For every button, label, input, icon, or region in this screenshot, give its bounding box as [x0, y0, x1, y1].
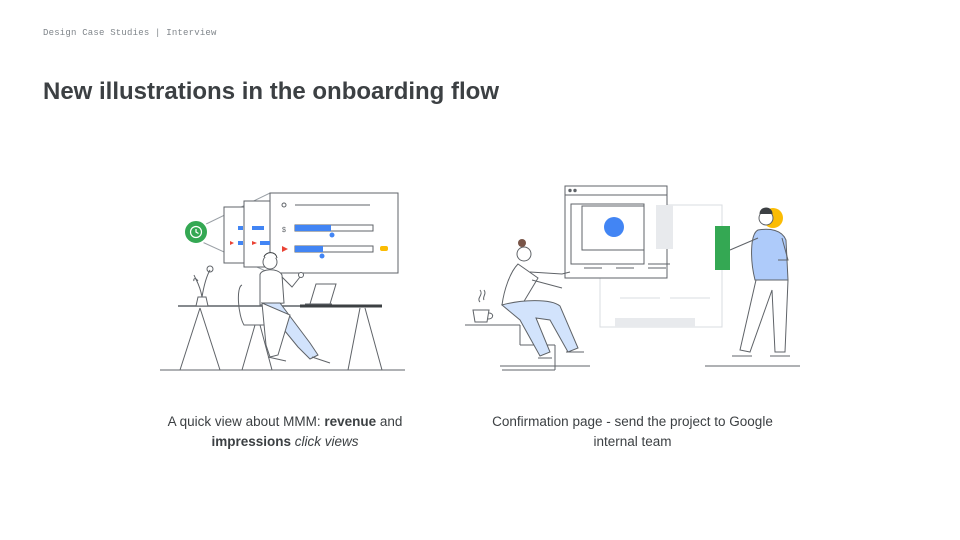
caption-bold-impressions: impressions [211, 434, 291, 449]
caption-mmm: A quick view about MMM: revenue and impr… [150, 412, 420, 452]
breadcrumb: Design Case Studies | Interview [43, 28, 217, 38]
browser-window-icon [564, 185, 673, 279]
caption-bold-revenue: revenue [324, 414, 377, 429]
caption-text: and [376, 414, 403, 429]
coffee-cup-icon [472, 289, 494, 323]
dollar-symbol: $ [282, 227, 286, 234]
clock-icon [183, 219, 209, 245]
illustration-mmm-dashboard: $ [160, 185, 410, 375]
illustration-confirmation-page [460, 180, 805, 375]
page-title: New illustrations in the onboarding flow [43, 78, 499, 105]
laptop-icon [305, 283, 337, 305]
plant-icon [193, 265, 214, 307]
caption-confirmation: Confirmation page - send the project to … [492, 414, 773, 449]
play-icon [282, 246, 288, 252]
caption-italic-click-views: click views [291, 434, 359, 449]
caption-text: A quick view about MMM: [167, 414, 325, 429]
